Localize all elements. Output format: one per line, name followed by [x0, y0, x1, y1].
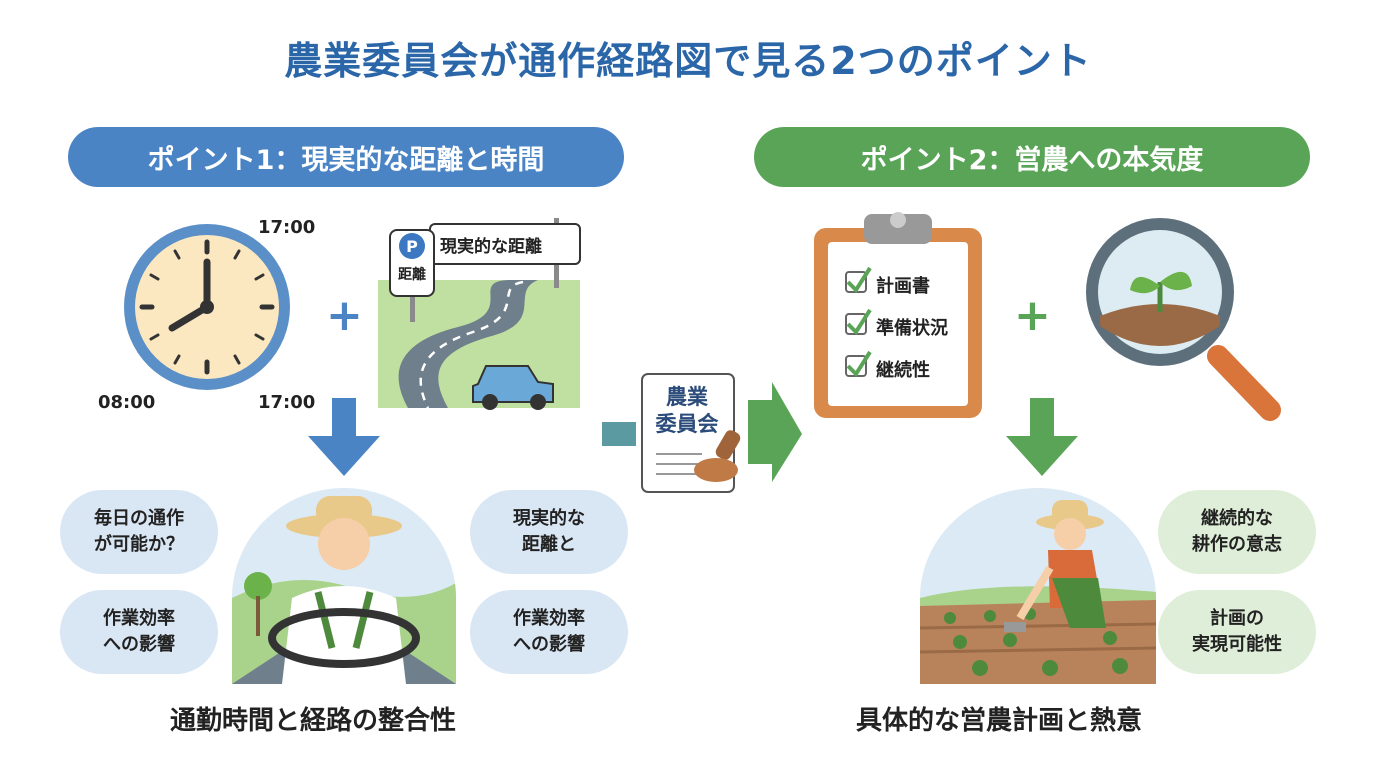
- point2-caption: 具体的な営農計画と熱意: [856, 706, 1143, 736]
- clock-icon: [124, 224, 290, 390]
- bubble-realistic-distance: 現実的な 距離と: [470, 490, 628, 574]
- road-sign-icon: [378, 218, 581, 410]
- magnifier-sprout-icon: [1086, 218, 1281, 421]
- bubble-work-efficiency-left: 作業効率 への影響: [60, 590, 218, 674]
- arrow-down-green-icon: [1006, 398, 1078, 476]
- bubble-plan-feasibility: 計画の 実現可能性: [1158, 590, 1316, 674]
- point2-header: ポイント2：営農への本気度: [754, 127, 1310, 187]
- time-label-top: 17:00: [258, 217, 316, 238]
- checklist-item-preparation: 準備状況: [876, 318, 948, 339]
- stamp-committee-text: 農業 委員会: [655, 385, 719, 437]
- page-title: 農業委員会が通作経路図で見る2つのポイント: [284, 39, 1092, 83]
- checklist-item-plan: 計画書: [876, 276, 930, 297]
- bubble-continuous-farming: 継続的な 耕作の意志: [1158, 490, 1316, 574]
- arrow-down-icon: [308, 398, 380, 476]
- road-sign-label: 現実的な距離: [440, 237, 542, 257]
- checklist-item-continuity: 継続性: [876, 360, 930, 381]
- farmer-driver-icon: [232, 488, 456, 684]
- document-stamp-icon: [602, 373, 802, 493]
- plus-icon: +: [326, 290, 363, 341]
- bubble-work-efficiency-right: 作業効率 への影響: [470, 590, 628, 674]
- farmer-field-icon: [920, 488, 1156, 684]
- plus-icon-green: +: [1014, 290, 1051, 341]
- clipboard-icon: [814, 212, 982, 418]
- point1-caption: 通勤時間と経路の整合性: [170, 706, 457, 736]
- parking-sign-text: 距離: [398, 267, 426, 283]
- time-label-bottom-right: 17:00: [258, 392, 316, 413]
- point1-header: ポイント1：現実的な距離と時間: [68, 127, 624, 187]
- bubble-daily-commute: 毎日の通作 が可能か？: [60, 490, 218, 574]
- time-label-bottom-left: 08:00: [98, 392, 156, 413]
- parking-letter: P: [406, 237, 418, 256]
